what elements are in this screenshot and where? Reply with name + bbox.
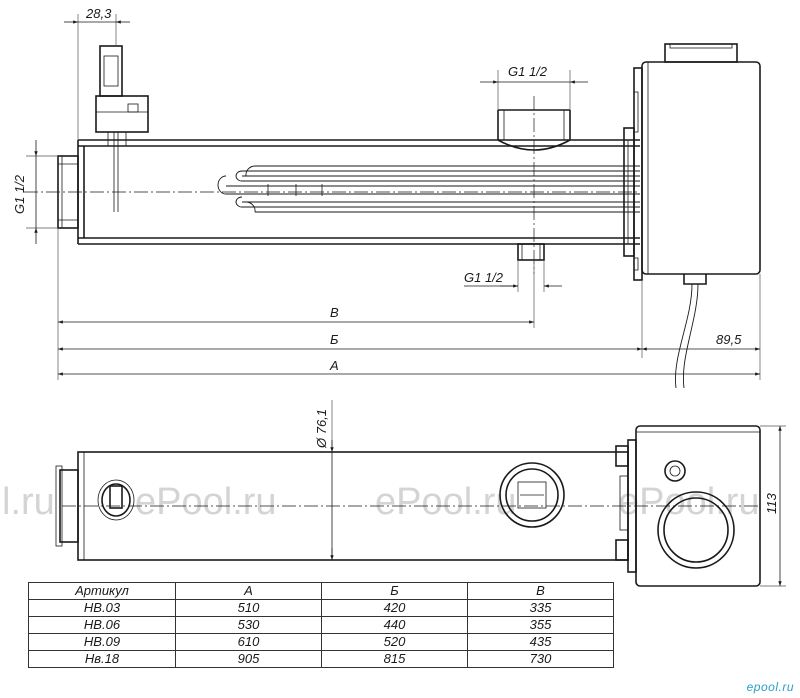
dim-top-width: 28,3 (85, 6, 112, 21)
top-view-dimensions: Ø 76,1 113 (314, 400, 786, 587)
table-cell: 815 (321, 650, 468, 668)
side-view (24, 43, 761, 389)
watermark-text: ePool.ru (135, 481, 277, 523)
table-cell: 905 (175, 650, 322, 668)
top-view (55, 425, 761, 587)
watermark-text: ePool.ru (375, 481, 517, 523)
heating-elements (217, 165, 640, 213)
table-cell: 420 (321, 599, 468, 617)
watermark-text: ePool.ru (618, 481, 760, 523)
table-cell: 610 (175, 633, 322, 651)
table-cell: Нв.18 (28, 650, 176, 668)
dim-box-length: 89,5 (716, 332, 742, 347)
table-cell: 335 (467, 599, 614, 617)
table-header-cell: Б (321, 582, 468, 600)
table-cell: НВ.03 (28, 599, 176, 617)
table-header-cell: А (175, 582, 322, 600)
side-view-dimensions: 28,3 G1 1/2 G1 1/2 G1 1/2 В Б 89,5 А (12, 6, 761, 380)
table-cell: НВ.06 (28, 616, 176, 634)
table-cell: 440 (321, 616, 468, 634)
dim-bottom-thread: G1 1/2 (464, 270, 504, 285)
table-cell: НВ.09 (28, 633, 176, 651)
table-cell: 510 (175, 599, 322, 617)
dim-label-v: В (330, 305, 339, 320)
table-row: НВ.09 610 520 435 (28, 633, 614, 651)
dim-label-b: Б (330, 332, 339, 347)
table-cell: 730 (467, 650, 614, 668)
table-cell: 520 (321, 633, 468, 651)
spec-table: Артикул А Б В НВ.03 510 420 335 НВ.06 53… (28, 582, 614, 668)
table-row: НВ.03 510 420 335 (28, 599, 614, 617)
watermark-group: l.ru ePool.ru ePool.ru ePool.ru (2, 481, 760, 523)
table-header-row: Артикул А Б В (28, 582, 614, 600)
table-cell: 530 (175, 616, 322, 634)
bottom-socket (517, 243, 545, 261)
table-cell: 355 (467, 616, 614, 634)
thermostat-cap (97, 479, 135, 521)
brand-logo: epool.ru (746, 680, 794, 694)
table-cell: 435 (467, 633, 614, 651)
top-socket-circle (499, 462, 565, 528)
dim-diameter: Ø 76,1 (314, 409, 329, 449)
dim-top-thread: G1 1/2 (508, 64, 548, 79)
watermark-text: l.ru (2, 481, 55, 523)
table-row: НВ.06 530 440 355 (28, 616, 614, 634)
table-header-cell: Артикул (28, 582, 176, 600)
table-header-cell: В (467, 582, 614, 600)
dim-label-a: А (329, 358, 339, 373)
dim-box-height: 113 (764, 493, 779, 514)
terminal-box (641, 43, 761, 389)
flange (623, 67, 643, 281)
thermostat (95, 45, 149, 212)
dim-left-thread: G1 1/2 (12, 174, 27, 214)
table-row: Нв.18 905 815 730 (28, 650, 614, 668)
